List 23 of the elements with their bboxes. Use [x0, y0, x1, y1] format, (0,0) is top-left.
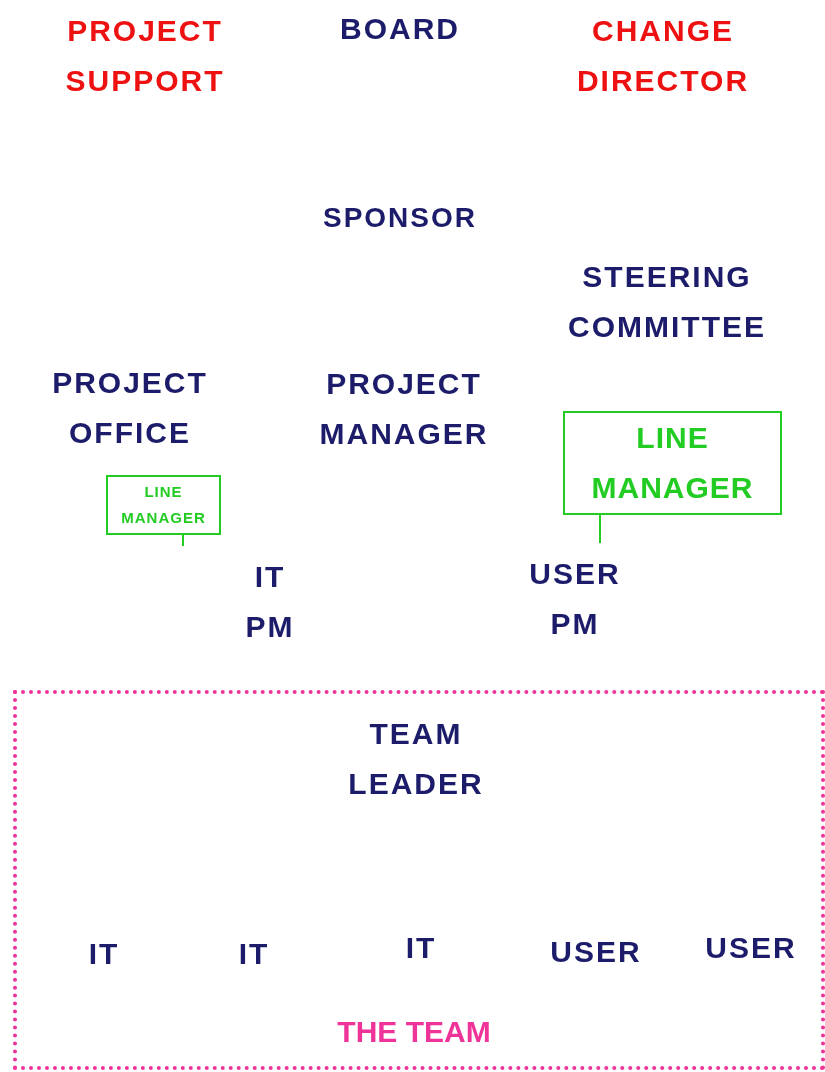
- role-label: STEERING COMMITTEE: [568, 259, 766, 345]
- team-boundary: [13, 690, 825, 1070]
- role-label: USER PM: [529, 556, 621, 642]
- connector-line: [182, 534, 184, 547]
- role-label: SPONSOR: [323, 201, 477, 235]
- role-label: BOARD: [340, 11, 460, 47]
- group-title: THE TEAM: [337, 1014, 491, 1050]
- role-label: IT: [88, 929, 120, 979]
- role-label: IT: [238, 929, 270, 979]
- role-label: LINE MANAGER: [121, 482, 206, 528]
- role-label: TEAM LEADER: [348, 709, 484, 809]
- role-label: LINE MANAGER: [591, 420, 754, 506]
- role-label: IT PM: [245, 559, 295, 645]
- connector-line: [599, 514, 601, 544]
- role-label: PROJECT SUPPORT: [65, 13, 225, 99]
- line-manager-box: [106, 475, 221, 535]
- role-label: IT: [405, 923, 437, 973]
- role-label: USER: [550, 927, 642, 977]
- line-manager-box: [563, 411, 782, 515]
- role-label: PROJECT OFFICE: [52, 365, 208, 451]
- role-label: USER: [705, 923, 797, 973]
- role-label: CHANGE DIRECTOR: [576, 13, 750, 99]
- role-label: PROJECT MANAGER: [319, 366, 489, 452]
